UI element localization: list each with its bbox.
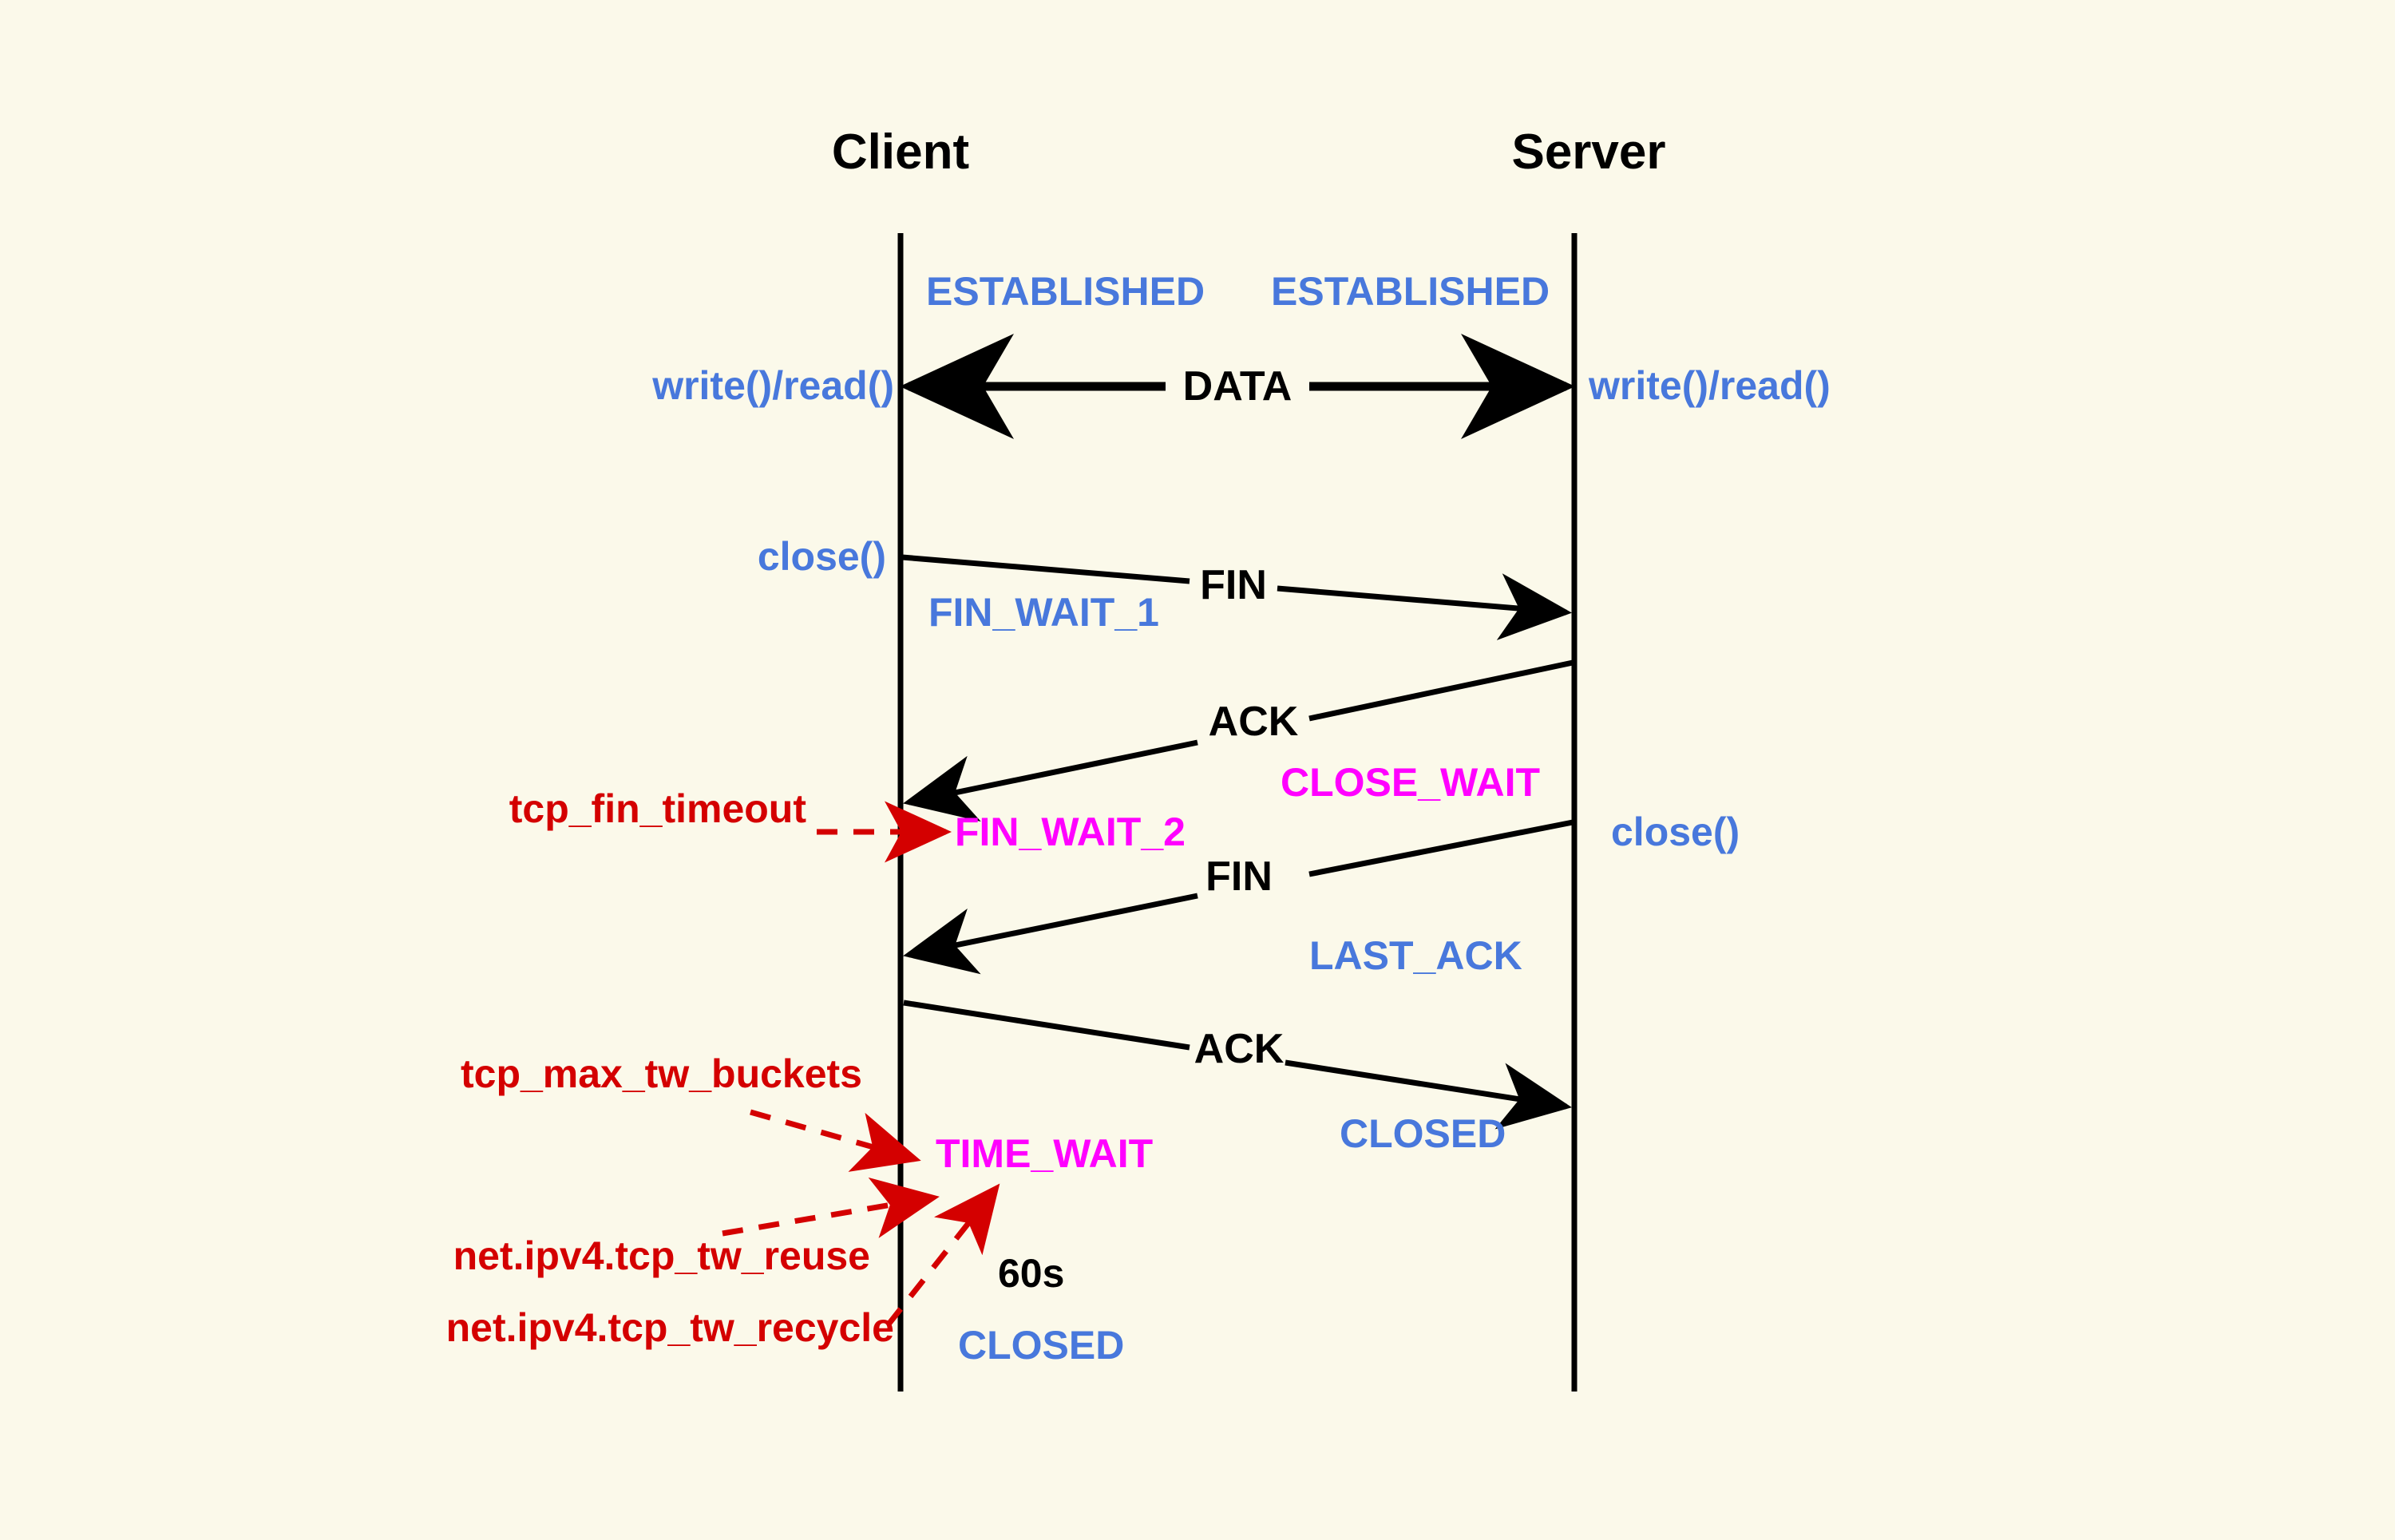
sysctl-tcp-fin-timeout: tcp_fin_timeout — [509, 786, 806, 831]
server-api-write-read: write()/read() — [1589, 363, 1831, 408]
server-state-close-wait: CLOSE_WAIT — [1281, 760, 1541, 805]
fin-arrow-1b — [1277, 573, 1572, 640]
client-state-time-wait: TIME_WAIT — [936, 1131, 1154, 1176]
actor-title-client: Client — [831, 125, 970, 180]
client-api-close: close() — [757, 534, 886, 579]
ack-arrow-1b — [903, 739, 1198, 822]
ack-arrow-1a — [1308, 659, 1574, 722]
client-api-write-read: write()/read() — [652, 363, 894, 408]
server-state-established: ESTABLISHED — [1271, 269, 1550, 314]
server-state-closed: CLOSED — [1340, 1111, 1506, 1156]
client-state-closed: CLOSED — [958, 1323, 1125, 1368]
actor-title-server: Server — [1511, 125, 1666, 180]
message-label-data: DATA — [1182, 363, 1293, 410]
time-wait-duration: 60s — [998, 1251, 1065, 1296]
fin-arrow-2a — [1308, 819, 1574, 877]
sysctl-tcp-max-tw-buckets: tcp_max_tw_buckets — [460, 1051, 862, 1096]
client-state-fin-wait-1: FIN_WAIT_1 — [928, 590, 1159, 635]
fin-arrow-2b — [903, 893, 1198, 975]
message-label-ack-1: ACK — [1208, 699, 1299, 745]
server-state-last-ack: LAST_ACK — [1309, 933, 1522, 978]
message-label-fin-2: FIN — [1205, 853, 1273, 900]
client-state-fin-wait-2: FIN_WAIT_2 — [955, 810, 1186, 854]
sysctl-tcp-tw-recycle: net.ipv4.tcp_tw_recycle — [445, 1305, 894, 1350]
ack-arrow-2a — [903, 1000, 1190, 1051]
server-api-close: close() — [1611, 810, 1740, 854]
tcp-max-tw-buckets-pointer — [750, 1109, 921, 1172]
sysctl-tcp-tw-reuse: net.ipv4.tcp_tw_reuse — [453, 1233, 870, 1278]
message-label-fin-1: FIN — [1200, 562, 1267, 608]
client-state-established: ESTABLISHED — [926, 269, 1205, 314]
fin-arrow-1a — [901, 554, 1190, 584]
ack-arrow-2b — [1285, 1059, 1572, 1130]
tcp-tw-recycle-pointer — [885, 1183, 1000, 1328]
message-label-ack-2: ACK — [1194, 1026, 1285, 1072]
